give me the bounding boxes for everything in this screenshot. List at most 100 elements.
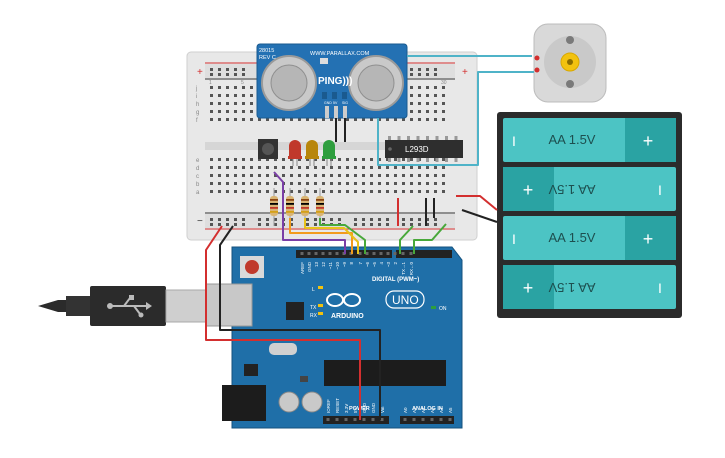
usb-socket: [205, 283, 253, 327]
resistor-band: [286, 207, 294, 209]
ic-pin: [445, 158, 448, 162]
ic-pin: [445, 136, 448, 140]
rail-hole: [242, 218, 245, 221]
breadboard-hole: [362, 166, 365, 169]
breadboard-hole: [282, 158, 285, 161]
ultrasonic-sensor[interactable]: WWW.PARALLAX.COM 28015 REV C PING))) GND…: [256, 43, 408, 119]
voltage-regulator: [244, 364, 258, 376]
breadboard-hole: [354, 166, 357, 169]
wire[interactable]: [461, 209, 498, 223]
wire[interactable]: [319, 218, 366, 254]
rail-hole: [218, 68, 221, 71]
reset-button[interactable]: [245, 260, 259, 274]
wire[interactable]: [413, 223, 447, 254]
wire[interactable]: [205, 225, 361, 420]
led-yellow[interactable]: [305, 140, 319, 166]
ic-pin: [454, 158, 458, 162]
breadboard-hole: [426, 118, 429, 121]
breadboard-hole: [298, 158, 301, 161]
breadboard-hole: [210, 166, 213, 169]
arduino-logo-icon: [326, 293, 361, 307]
breadboard-hole: [234, 102, 237, 105]
rail-hole: [354, 223, 357, 226]
breadboard-hole: [242, 118, 245, 121]
breadboard-hole: [274, 182, 277, 185]
wire[interactable]: [377, 71, 534, 166]
breadboard-hole: [370, 166, 373, 169]
led-red[interactable]: [288, 140, 302, 166]
breadboard-hole: [234, 190, 237, 193]
battery-label: AA 1.5V: [548, 280, 595, 295]
dc-motor[interactable]: [533, 23, 607, 103]
rail-hole: [274, 223, 277, 226]
header-socket: [439, 418, 443, 421]
breadboard-hole: [394, 182, 397, 185]
motor-terminal-1: [534, 55, 540, 61]
breadboard-hole: [258, 190, 261, 193]
wire[interactable]: [219, 225, 381, 420]
breadboard-hole: [434, 182, 437, 185]
breadboard-hole: [426, 94, 429, 97]
breadboard-hole: [362, 158, 365, 161]
ic-pin: [397, 136, 401, 140]
led-green[interactable]: [322, 140, 336, 166]
breadboard-hole: [242, 158, 245, 161]
digital-header-right: [396, 250, 452, 258]
breadboard-hole: [354, 174, 357, 177]
breadboard-hole: [218, 102, 221, 105]
breadboard-hole: [290, 166, 293, 169]
wire[interactable]: [399, 225, 414, 254]
breadboard-hole: [338, 166, 341, 169]
breadboard-hole: [442, 158, 445, 161]
arduino-pcb: [231, 246, 463, 429]
usb-cable[interactable]: [38, 286, 207, 326]
wire[interactable]: [456, 195, 498, 211]
breadboard-hole: [378, 182, 381, 185]
breadboard-hole: [386, 158, 389, 161]
breadboard-hole: [218, 86, 221, 89]
breadboard-hole: [210, 110, 213, 113]
breadboard-hole: [410, 190, 413, 193]
resistor[interactable]: [270, 188, 278, 226]
ic-pin: [407, 136, 410, 140]
breadboard-hole: [402, 166, 405, 169]
breadboard-hole: [218, 182, 221, 185]
ic-pin1-marker: [388, 147, 392, 151]
digital-label: DIGITAL (PWM~): [372, 277, 419, 283]
rail-hole: [226, 68, 229, 71]
top-rail-plus-symbol: +: [197, 67, 203, 78]
l-led-label: L: [312, 287, 315, 293]
header-socket: [401, 252, 405, 255]
breadboard-hole: [242, 166, 245, 169]
wire[interactable]: [273, 171, 346, 254]
breadboard-hole: [426, 182, 429, 185]
rail-hole: [234, 218, 237, 221]
breadboard-hole: [418, 174, 421, 177]
breadboard-hole: [394, 166, 397, 169]
rail-hole: [410, 218, 413, 221]
push-button[interactable]: [258, 139, 278, 159]
rail-hole: [314, 223, 317, 226]
rail-hole: [418, 223, 421, 226]
digital-pin-label: 8: [349, 262, 354, 265]
breadboard-hole: [242, 174, 245, 177]
header-socket: [314, 252, 318, 255]
header-socket: [386, 252, 390, 255]
wire[interactable]: [304, 218, 359, 254]
breadboard-hole: [210, 182, 213, 185]
header-socket: [372, 252, 376, 255]
power-pin-label: GND: [362, 402, 367, 413]
breadboard-hole: [442, 174, 445, 177]
breadboard-hole: [234, 118, 237, 121]
motor-driver-ic[interactable]: L293D: [385, 136, 463, 162]
wire[interactable]: [289, 218, 353, 254]
tx-led-label: TX: [310, 305, 317, 311]
